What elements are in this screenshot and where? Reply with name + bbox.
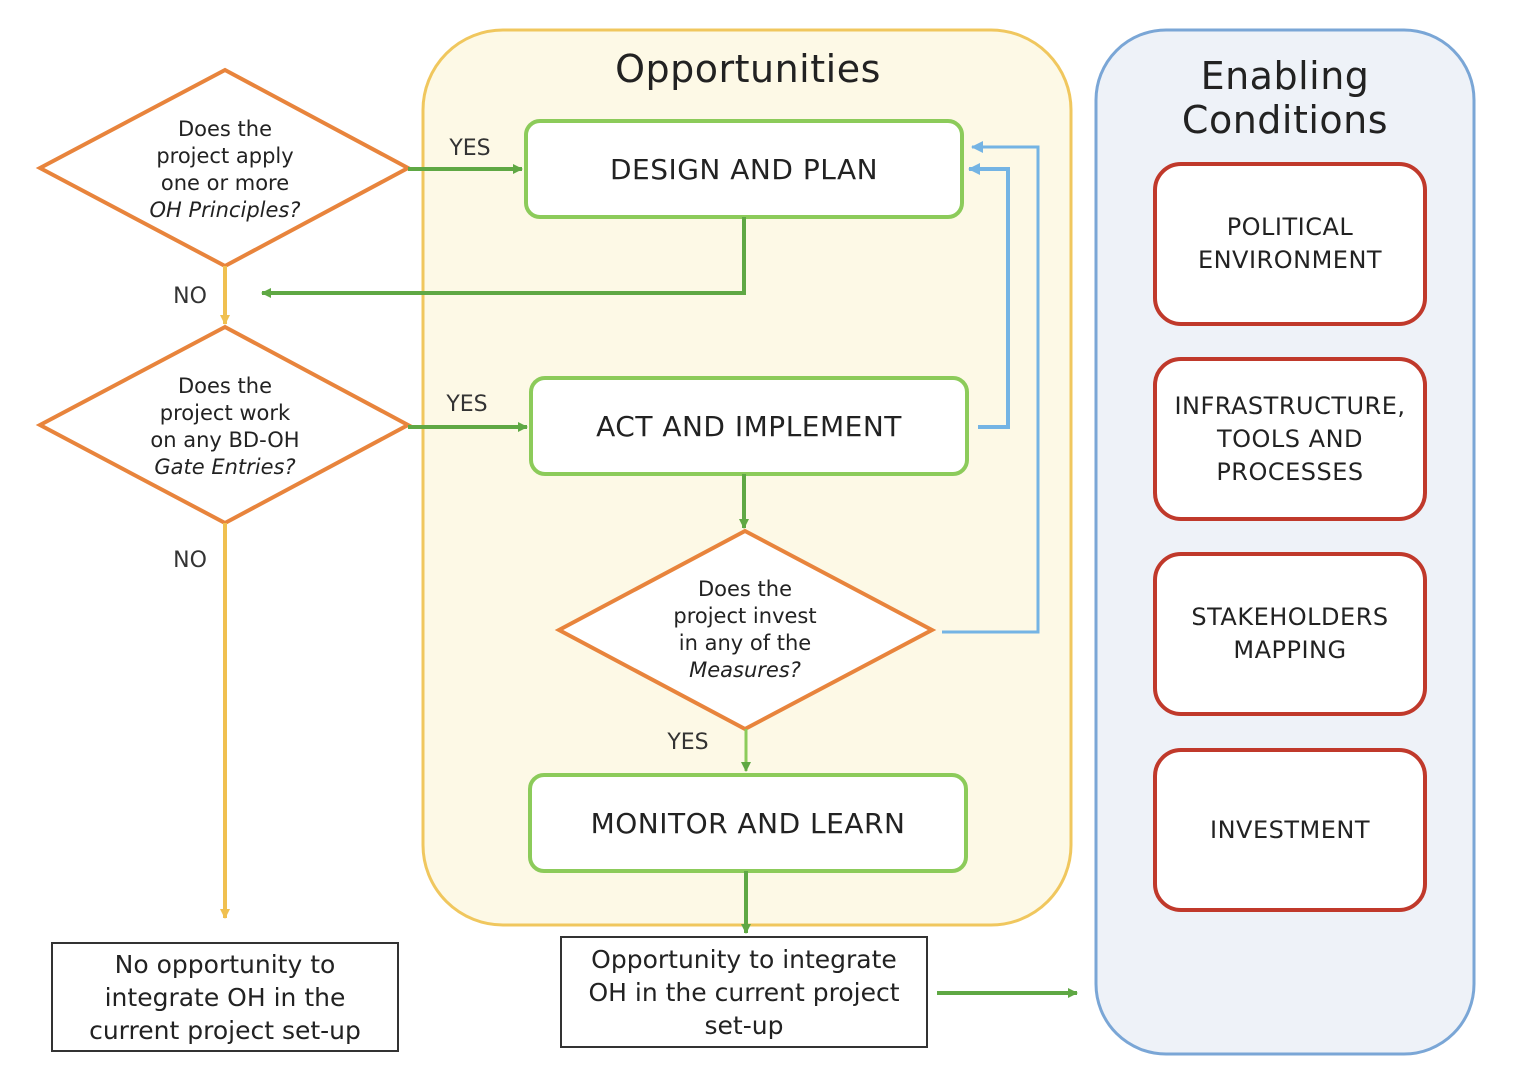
question-measures-line3: in any of the [678,631,812,655]
condition-political-label: POLITICAL ENVIRONMENT [1197,213,1383,274]
condition-investment-label: INVESTMENT [1210,815,1370,844]
opportunity-box [560,936,928,1048]
question-gate-line3: on any BD-OH [150,428,300,452]
arrow-act-feedback-to-design [968,163,1010,429]
question-measures: Does the project invest in any of the Me… [640,574,850,686]
question-principles-line3: one or more [160,171,290,195]
condition-box-stakeholders [1153,552,1427,716]
opportunities-title: Opportunities [615,47,881,91]
condition-infrastructure-label: INFRASTRUCTURE, TOOLS AND PROCESSES [1174,391,1406,486]
condition-stakeholders-label: STAKEHOLDERS MAPPING [1191,603,1389,664]
edge-label-no-principles: NO [173,283,207,309]
question-measures-line1: Does the [697,577,793,601]
question-measures-line4: Measures? [689,658,801,682]
question-gate-line4: Gate Entries? [154,455,296,479]
condition-box-infrastructure [1153,357,1427,521]
question-gate-entries: Does the project work on any BD-OH Gate … [120,371,330,483]
edge-label-no-gate: NO [173,547,207,573]
act-and-implement-label: ACT AND IMPLEMENT [596,409,902,443]
question-gate-line2: project work [159,401,291,425]
question-measures-line2: project invest [673,604,817,628]
edge-label-yes-measures: YES [667,729,709,755]
act-and-implement-box [529,376,969,476]
arrow-design-to-no [261,217,746,298]
opportunity-label: Opportunity to integrate OH in the curre… [588,944,900,1040]
question-principles-line4: OH Principles? [149,198,301,222]
arrow-measures-feedback-to-design [942,141,1040,634]
design-and-plan-label: DESIGN AND PLAN [609,152,879,186]
no-opportunity-label: No opportunity to integrate OH in the cu… [89,949,361,1045]
enabling-conditions-title: Enabling Conditions [1181,54,1389,142]
no-opportunity-box [51,942,399,1052]
edge-label-yes-gate: YES [446,391,488,417]
monitor-and-learn-label: MONITOR AND LEARN [590,806,906,840]
question-principles-line2: project apply [156,144,294,168]
edge-label-yes-principles: YES [449,135,491,161]
condition-box-investment [1153,748,1427,912]
condition-box-political [1153,162,1427,326]
question-principles: Does the project apply one or more OH Pr… [120,114,330,226]
question-principles-line1: Does the [177,117,273,141]
question-gate-line1: Does the [177,374,273,398]
